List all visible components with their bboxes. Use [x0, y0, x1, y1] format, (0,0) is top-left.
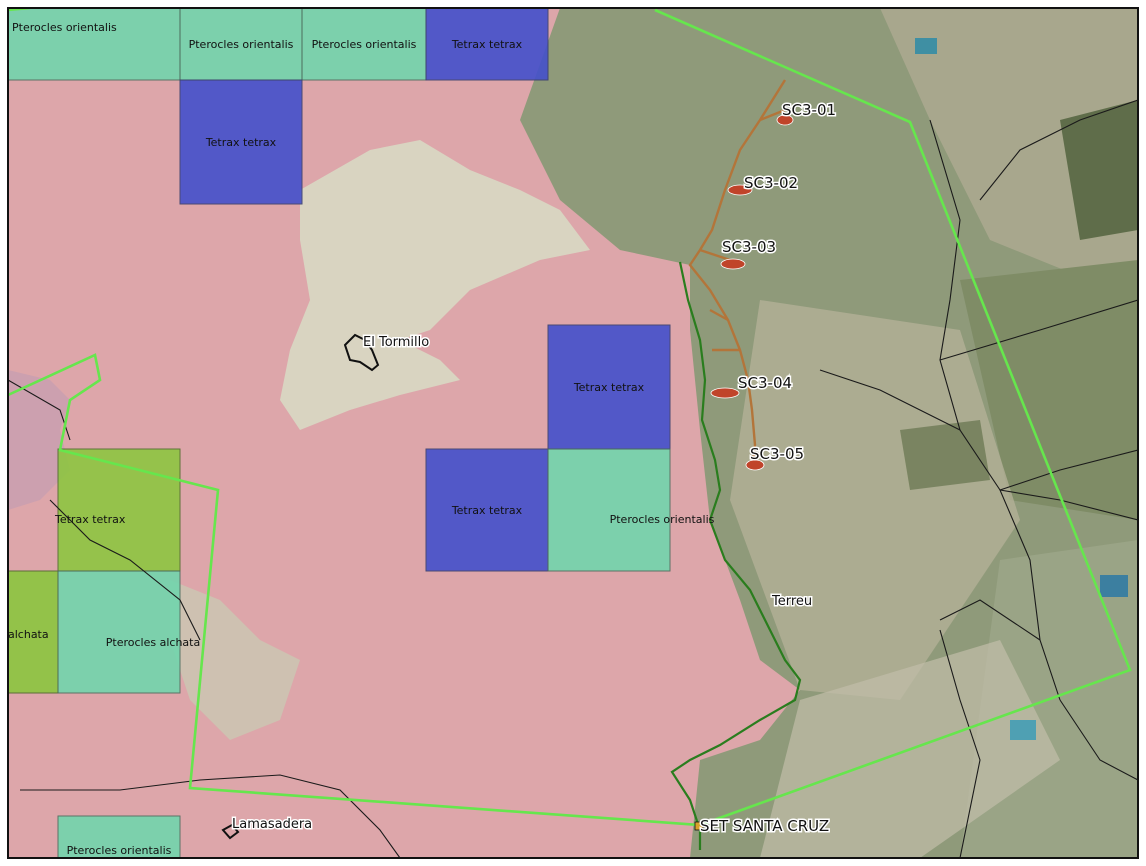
grid-cell-label: alchata	[8, 628, 49, 641]
turbine-label: SC3-02	[744, 174, 798, 192]
grid-cell-label: Tetrax tetrax	[54, 513, 126, 526]
grid-cell[interactable]	[301, 8, 427, 81]
substation-label: SET SANTA CRUZ	[700, 817, 829, 835]
dark-field	[900, 420, 990, 490]
substation-marker	[694, 821, 704, 831]
grid-cell[interactable]	[425, 8, 549, 81]
urban-scrub-area	[280, 140, 590, 430]
turbine-platforms	[710, 114, 794, 471]
turbine-label: SC3-04	[738, 374, 792, 392]
grid-cell-label: Pterocles orientalis	[12, 21, 117, 34]
grid-cell-label: Tetrax tetrax	[573, 381, 645, 394]
evacuation-power-line	[670, 261, 802, 850]
grid-cell[interactable]	[57, 448, 181, 572]
grid-cell-label: Pterocles orientalis	[610, 513, 715, 526]
farmland-patch	[880, 8, 1138, 300]
grid-cell[interactable]	[179, 79, 303, 205]
lamasadera-footprint	[221, 823, 240, 840]
grid-cell[interactable]	[547, 324, 671, 450]
grid-cell-label: Pterocles alchata	[106, 636, 200, 649]
grid-cell-label: Tetrax tetrax	[451, 38, 523, 51]
grid-cell[interactable]	[8, 8, 181, 81]
place-label: Lamasadera	[232, 817, 312, 832]
hills-patch	[730, 300, 1020, 700]
grid-cell[interactable]	[57, 815, 181, 866]
grid-cell-label: Tetrax tetrax	[205, 136, 277, 149]
grid-cell[interactable]	[425, 448, 549, 572]
farmland-patch	[960, 260, 1138, 520]
grid-cell-label: Pterocles orientalis	[312, 38, 417, 51]
species-grid	[8, 8, 671, 866]
municipal-boundaries	[8, 99, 1138, 858]
grid-cell-label: Pterocles orientalis	[189, 38, 294, 51]
water-pond	[1010, 720, 1036, 740]
water-pond	[915, 38, 937, 54]
grid-cell[interactable]	[8, 570, 59, 694]
el-tormillo-footprint	[343, 333, 380, 372]
turbine-label: SC3-05	[750, 445, 804, 463]
grid-cell[interactable]	[547, 448, 671, 572]
place-label: El Tormillo	[363, 335, 429, 350]
grid-cell-label: Tetrax tetrax	[451, 504, 523, 517]
turbine-label: SC3-01	[782, 101, 836, 119]
dark-field	[1060, 100, 1138, 240]
place-label: Terreu	[771, 594, 812, 609]
grid-cell[interactable]	[57, 570, 181, 694]
map-frame	[7, 7, 1139, 859]
water-pond	[1100, 575, 1128, 597]
grid-cell-label: Pterocles orientalis	[67, 844, 172, 857]
south-west-scrub	[170, 580, 300, 740]
turbine-label: SC3-03	[722, 238, 776, 256]
